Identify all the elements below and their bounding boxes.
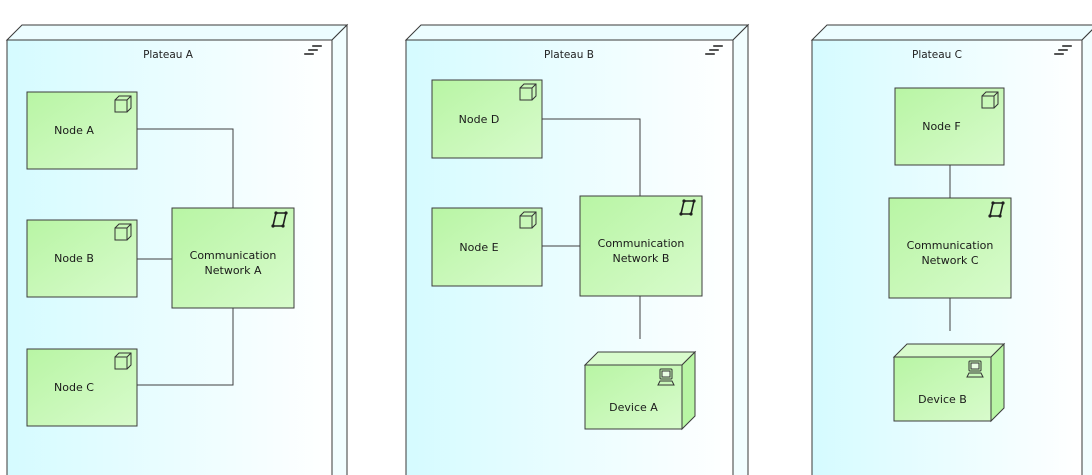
node-box — [894, 87, 1005, 166]
network-box — [579, 195, 703, 297]
node-e[interactable] — [431, 207, 543, 287]
node-f[interactable] — [894, 87, 1005, 166]
node-icon — [114, 223, 132, 241]
node-box — [26, 348, 138, 427]
plateau-top-face — [5, 24, 349, 41]
plateau-top-face — [404, 24, 750, 41]
device-top-face — [583, 351, 697, 366]
comm-network-a[interactable] — [171, 207, 295, 309]
connector-node-a-comm-network-a[interactable] — [137, 128, 234, 208]
node-box — [26, 219, 138, 298]
device-b[interactable] — [892, 342, 1006, 423]
plateau-title: Plateau B — [544, 49, 594, 61]
plateau-side-face — [331, 23, 348, 475]
plateau-side-face — [1081, 29, 1092, 475]
comm-network-b[interactable] — [579, 195, 703, 297]
network-icon — [271, 211, 288, 228]
comm-network-c[interactable] — [888, 197, 1012, 299]
connector-node-c-comm-network-a[interactable] — [137, 308, 234, 386]
device-a[interactable] — [583, 350, 697, 431]
node-b[interactable] — [26, 219, 138, 298]
device-icon — [966, 360, 984, 378]
network-icon — [679, 199, 696, 216]
node-a[interactable] — [26, 91, 138, 170]
device-side-face — [681, 350, 696, 431]
network-icon — [988, 201, 1005, 218]
device-icon — [657, 368, 675, 386]
node-d[interactable] — [431, 79, 543, 159]
node-box — [431, 207, 543, 287]
node-box — [431, 79, 543, 159]
plateau-icon — [304, 45, 322, 55]
node-icon — [519, 83, 537, 101]
device-side-face — [990, 342, 1005, 423]
plateau-title: Plateau C — [912, 49, 962, 61]
device-top-face — [892, 343, 1006, 358]
plateau-top-face — [810, 24, 1092, 41]
node-icon — [114, 352, 132, 370]
plateau-side-face — [732, 23, 749, 475]
node-box — [26, 91, 138, 170]
plateau-icon — [705, 45, 723, 55]
node-icon — [519, 211, 537, 229]
plateau-icon — [1054, 45, 1072, 55]
node-c[interactable] — [26, 348, 138, 427]
node-icon — [114, 95, 132, 113]
node-icon — [981, 91, 999, 109]
network-box — [888, 197, 1012, 299]
connector-node-d-comm-network-b[interactable] — [542, 118, 641, 196]
network-box — [171, 207, 295, 309]
plateau-title: Plateau A — [143, 49, 194, 61]
